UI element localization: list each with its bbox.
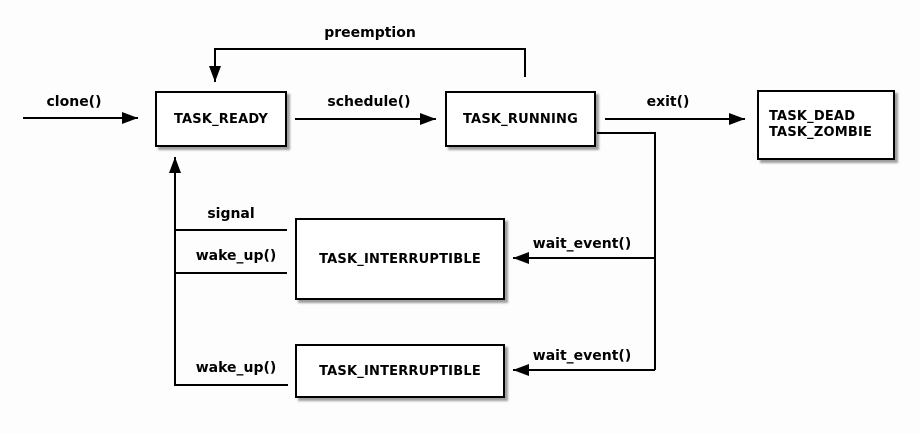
- edge-exit-label: exit(): [646, 94, 690, 110]
- edge-preemption-label: preemption: [324, 25, 416, 41]
- node-task-interruptible-2: TASK_INTERRUPTIBLE: [295, 344, 505, 398]
- edge-running-trunk-line: [597, 132, 656, 370]
- node-task-dead-zombie: TASK_DEAD TASK_ZOMBIE: [757, 90, 895, 160]
- edge-clone-label: clone(): [46, 94, 102, 110]
- edge-wait-event-1-label: wait_event(): [532, 236, 632, 252]
- edge-wake-up-2-label: wake_up(): [195, 360, 277, 376]
- edge-schedule-label: schedule(): [327, 94, 411, 110]
- node-task-ready-label: TASK_READY: [173, 111, 269, 127]
- node-task-interruptible-2-label: TASK_INTERRUPTIBLE: [319, 363, 481, 379]
- node-task-dead-zombie-label: TASK_DEAD TASK_ZOMBIE: [769, 109, 872, 141]
- node-task-zombie-line: TASK_ZOMBIE: [769, 125, 873, 140]
- edge-wakeup-trunk-arrow: [169, 157, 288, 386]
- edge-preemption-arrow: [209, 48, 526, 82]
- edge-signal-label: signal: [207, 206, 255, 222]
- node-task-interruptible-1: TASK_INTERRUPTIBLE: [295, 218, 505, 300]
- node-task-running-label: TASK_RUNNING: [463, 111, 578, 127]
- node-task-running: TASK_RUNNING: [445, 91, 596, 147]
- edge-wake-up-1-label: wake_up(): [195, 248, 277, 264]
- node-task-interruptible-1-label: TASK_INTERRUPTIBLE: [319, 251, 481, 267]
- node-task-dead-line: TASK_DEAD: [769, 109, 856, 124]
- node-task-ready: TASK_READY: [155, 91, 287, 147]
- edge-wait-event-2-label: wait_event(): [532, 348, 632, 364]
